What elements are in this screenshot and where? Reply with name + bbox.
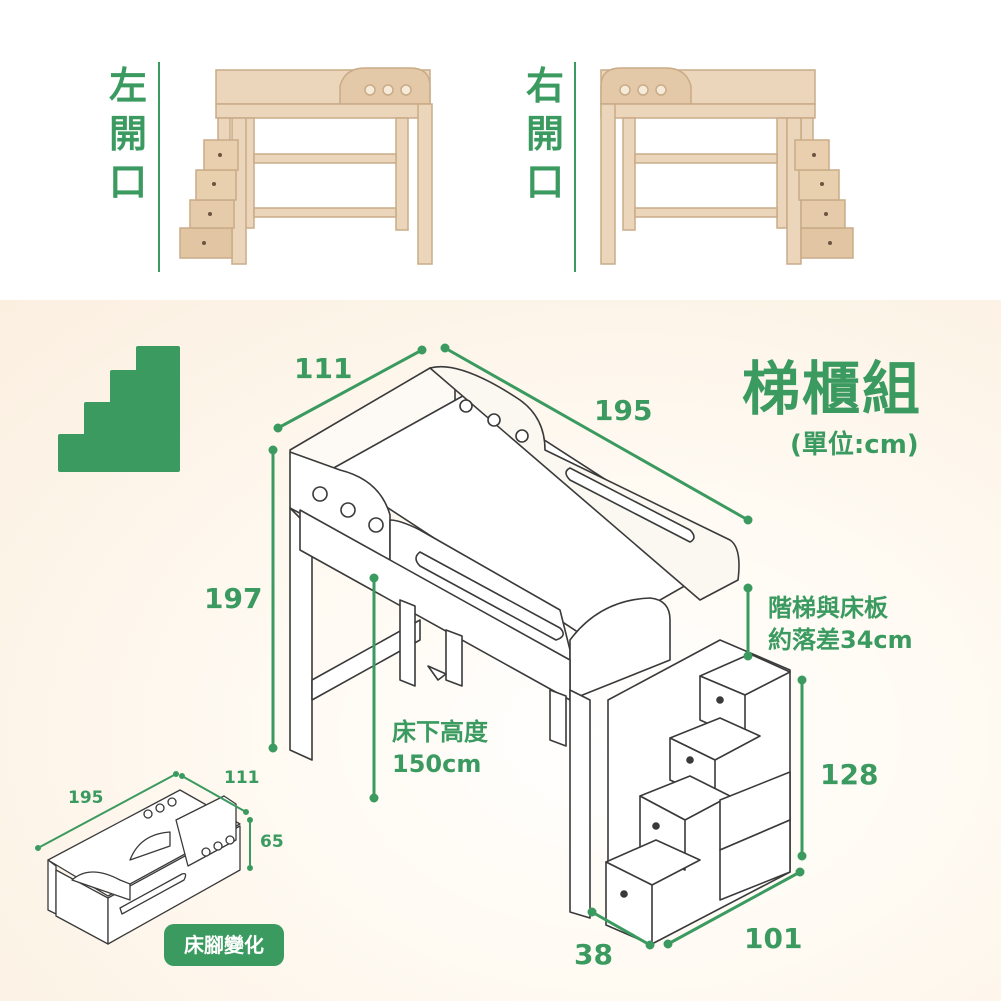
dim-stair-height-label: 128 xyxy=(820,758,879,791)
under-bed-height-label: 床下高度 xyxy=(392,718,488,746)
variant-length-label: 195 xyxy=(68,788,104,808)
variant-width-label: 111 xyxy=(224,768,260,788)
stair-icon xyxy=(58,346,180,472)
step-drop-label: 階梯與床板 xyxy=(768,594,888,622)
left-divider xyxy=(158,62,160,272)
unit-label: (單位:cm) xyxy=(790,430,919,460)
under-bed-height-value: 150cm xyxy=(392,750,482,778)
low-bed-drawing xyxy=(47,789,241,945)
dim-stair-width-label: 101 xyxy=(744,922,803,955)
page-title: 梯櫃組 xyxy=(742,355,923,423)
dim-length-label: 195 xyxy=(594,394,653,427)
dim-height-label: 197 xyxy=(204,582,263,615)
low-bed-dimension-lines xyxy=(35,771,253,871)
dim-width-label: 111 xyxy=(294,352,353,385)
right-opening-label: 右開口 xyxy=(525,64,564,204)
under-bed-height-note: 床下高度 150cm xyxy=(392,716,488,780)
right-divider xyxy=(574,62,576,272)
variant-height-label: 65 xyxy=(260,832,284,852)
step-drop-value: 約落差34cm xyxy=(768,626,913,654)
bed-leg-variant-badge: 床腳變化 xyxy=(164,924,284,966)
dim-stair-depth-label: 38 xyxy=(574,938,613,971)
left-opening-label: 左開口 xyxy=(108,64,147,204)
dimension-lines xyxy=(268,343,807,950)
left-opening-bed-photo xyxy=(179,67,433,265)
loft-bed-drawing xyxy=(289,365,791,946)
step-drop-note: 階梯與床板 約落差34cm xyxy=(768,592,913,656)
right-opening-bed-photo xyxy=(600,67,854,265)
